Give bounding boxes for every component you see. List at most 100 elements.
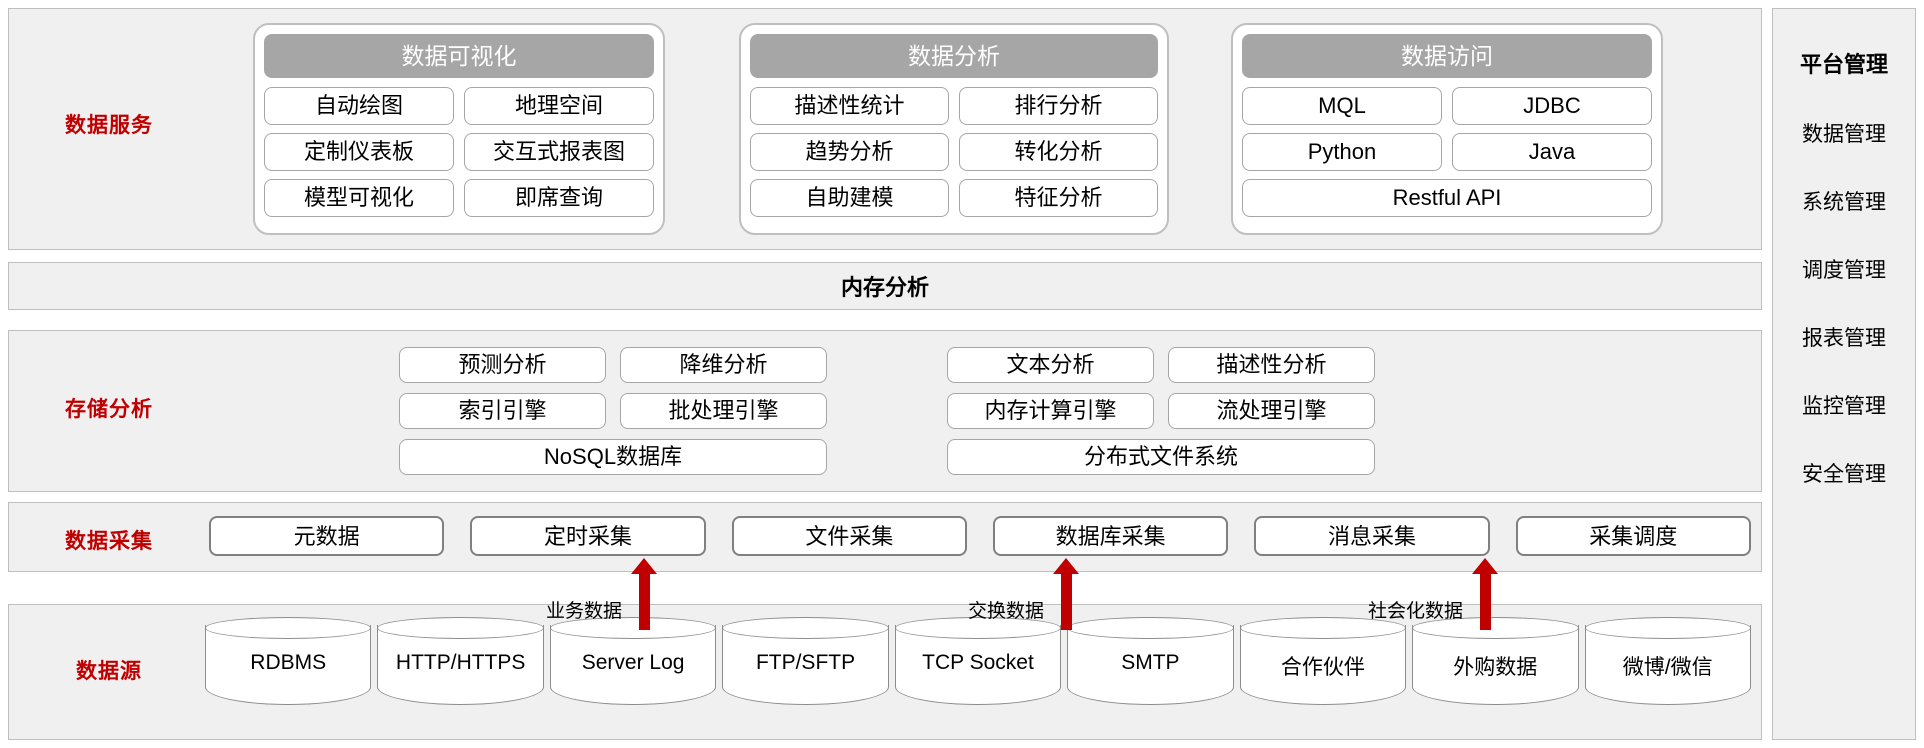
sidebar-item-security-management[interactable]: 安全管理 [1802,463,1886,486]
chip-ranking-analysis[interactable]: 排行分析 [959,87,1158,125]
sbox-batch-engine[interactable]: 批处理引擎 [620,393,827,429]
chip-java[interactable]: Java [1452,133,1652,171]
storage-row: 内存计算引擎 流处理引擎 [947,393,1375,429]
sbox-nosql-database[interactable]: NoSQL数据库 [399,439,827,475]
cylinder-purchased-data[interactable]: 外购数据 [1412,617,1579,705]
sidebar-item-schedule-management[interactable]: 调度管理 [1802,259,1886,282]
sbox-distributed-file-system[interactable]: 分布式文件系统 [947,439,1375,475]
sidebar-item-monitor-management[interactable]: 监控管理 [1802,395,1886,418]
cylinder-label: FTP/SFTP [755,651,856,674]
service-panel-analysis[interactable]: 数据分析 描述性统计 排行分析 趋势分析 转化分析 自助建模 特征分析 [739,23,1169,235]
flow-caption-exchange-data: 交换数据 [967,601,1044,622]
arrow-shaft [1480,571,1491,630]
cbox-database-collection[interactable]: 数据库采集 [992,516,1229,556]
chip-custom-dashboard[interactable]: 定制仪表板 [264,133,454,171]
cylinder-smtp[interactable]: SMTP [1067,617,1234,705]
platform-management-sidebar: 平台管理 数据管理 系统管理 调度管理 报表管理 监控管理 安全管理 [1772,8,1916,740]
cylinder-label: SMTP [1121,651,1180,674]
chip-ad-hoc-query[interactable]: 即席查询 [464,179,654,217]
cbox-metadata[interactable]: 元数据 [209,516,445,556]
chip-row: 定制仪表板 交互式报表图 [264,133,654,171]
memory-analysis-title: 内存分析 [840,275,929,300]
sidebar-item-report-management[interactable]: 报表管理 [1802,327,1886,350]
cylinder-http-https[interactable]: HTTP/HTTPS [377,617,544,705]
arrow-head-icon [631,558,657,574]
chip-row: 趋势分析 转化分析 [750,133,1158,171]
row-label-data-source: 数据源 [76,660,142,683]
sbox-in-memory-compute-engine[interactable]: 内存计算引擎 [947,393,1154,429]
chip-row: 模型可视化 即席查询 [264,179,654,217]
cylinder-top-ellipse [722,617,889,639]
cylinder-top-ellipse [1239,617,1407,639]
chip-row: 自动绘图 地理空间 [264,87,654,125]
panel-title-access: 数据访问 [1242,34,1652,78]
chip-grid-visualization: 自动绘图 地理空间 定制仪表板 交互式报表图 模型可视化 即席查询 [264,87,654,217]
cylinder-label: 微博/微信 [1622,656,1713,679]
cylinder-body [1239,625,1407,705]
sidebar-list: 数据管理 系统管理 调度管理 报表管理 监控管理 安全管理 [1773,101,1915,509]
chip-grid-analysis: 描述性统计 排行分析 趋势分析 转化分析 自助建模 特征分析 [750,87,1158,217]
sbox-descriptive-analysis[interactable]: 描述性分析 [1168,347,1375,383]
sbox-dimension-reduction[interactable]: 降维分析 [620,347,827,383]
cylinder-rdbms[interactable]: RDBMS [205,617,372,705]
sbox-text-analysis[interactable]: 文本分析 [947,347,1154,383]
cylinder-ftp-sftp[interactable]: FTP/SFTP [722,617,889,705]
cylinder-label: TCP Socket [922,651,1034,674]
chip-interactive-report[interactable]: 交互式报表图 [464,133,654,171]
row-storage-analysis: 存储分析 预测分析 降维分析 索引引擎 批处理引擎 NoSQL数据库 文本分析 … [8,330,1762,492]
cylinder-top-ellipse [377,617,544,639]
collection-strip: 元数据 定时采集 文件采集 数据库采集 消息采集 采集调度 [209,516,1751,556]
cylinder-top-ellipse [205,617,372,639]
storage-cluster-left: 预测分析 降维分析 索引引擎 批处理引擎 NoSQL数据库 [399,347,827,485]
row-label-data-collection: 数据采集 [65,530,153,553]
storage-row: 分布式文件系统 [947,439,1375,475]
source-strip: RDBMS HTTP/HTTPS Server Log FTP/SFTP TCP [205,617,1751,705]
cylinder-label: 外购数据 [1453,656,1538,679]
cbox-message-collection[interactable]: 消息采集 [1254,516,1490,556]
cylinder-partner[interactable]: 合作伙伴 [1239,617,1407,705]
cylinder-top-ellipse [1067,617,1234,639]
row-data-services: 数据服务 数据可视化 自动绘图 地理空间 定制仪表板 交互式报表图 模型可视化 … [8,8,1762,250]
sidebar-item-data-management[interactable]: 数据管理 [1802,123,1886,146]
chip-mql[interactable]: MQL [1242,87,1442,125]
chip-trend-analysis[interactable]: 趋势分析 [750,133,949,171]
chip-grid-access: MQL JDBC Python Java Restful API [1242,87,1652,217]
chip-geospatial[interactable]: 地理空间 [464,87,654,125]
service-panel-visualization[interactable]: 数据可视化 自动绘图 地理空间 定制仪表板 交互式报表图 模型可视化 即席查询 [253,23,665,235]
sbox-predictive-analysis[interactable]: 预测分析 [399,347,606,383]
chip-auto-plot[interactable]: 自动绘图 [264,87,454,125]
chip-conversion-analysis[interactable]: 转化分析 [959,133,1158,171]
cbox-collection-scheduling[interactable]: 采集调度 [1515,516,1751,556]
chip-descriptive-statistics[interactable]: 描述性统计 [750,87,949,125]
cylinder-label: RDBMS [250,651,327,674]
cylinder-body [722,625,889,705]
chip-row: MQL JDBC [1242,87,1652,125]
row-label-storage-analysis: 存储分析 [65,398,153,421]
chip-row: 自助建模 特征分析 [750,179,1158,217]
chip-row: Python Java [1242,133,1652,171]
row-data-collection: 数据采集 元数据 定时采集 文件采集 数据库采集 消息采集 采集调度 [8,502,1762,572]
chip-model-visualization[interactable]: 模型可视化 [264,179,454,217]
cylinder-label: HTTP/HTTPS [395,651,526,674]
cylinder-label: Server Log [581,651,685,674]
storage-row: 索引引擎 批处理引擎 [399,393,827,429]
chip-python[interactable]: Python [1242,133,1442,171]
chip-row: Restful API [1242,179,1652,217]
chip-jdbc[interactable]: JDBC [1452,87,1652,125]
cylinder-tcp-socket[interactable]: TCP Socket [894,617,1062,705]
cylinder-weibo-wechat[interactable]: 微博/微信 [1584,617,1751,705]
service-panel-access[interactable]: 数据访问 MQL JDBC Python Java Restful API [1231,23,1663,235]
sbox-index-engine[interactable]: 索引引擎 [399,393,606,429]
sbox-stream-engine[interactable]: 流处理引擎 [1168,393,1375,429]
cbox-scheduled-collection[interactable]: 定时采集 [470,516,706,556]
chip-feature-analysis[interactable]: 特征分析 [959,179,1158,217]
cylinder-top-ellipse [894,617,1062,639]
chip-self-service-modeling[interactable]: 自助建模 [750,179,949,217]
cylinder-top-ellipse [1584,617,1751,639]
chip-restful-api[interactable]: Restful API [1242,179,1652,217]
flow-arrow-social-data [1472,558,1498,630]
cylinder-server-log[interactable]: Server Log [549,617,717,705]
cbox-file-collection[interactable]: 文件采集 [731,516,967,556]
sidebar-item-system-management[interactable]: 系统管理 [1802,191,1886,214]
